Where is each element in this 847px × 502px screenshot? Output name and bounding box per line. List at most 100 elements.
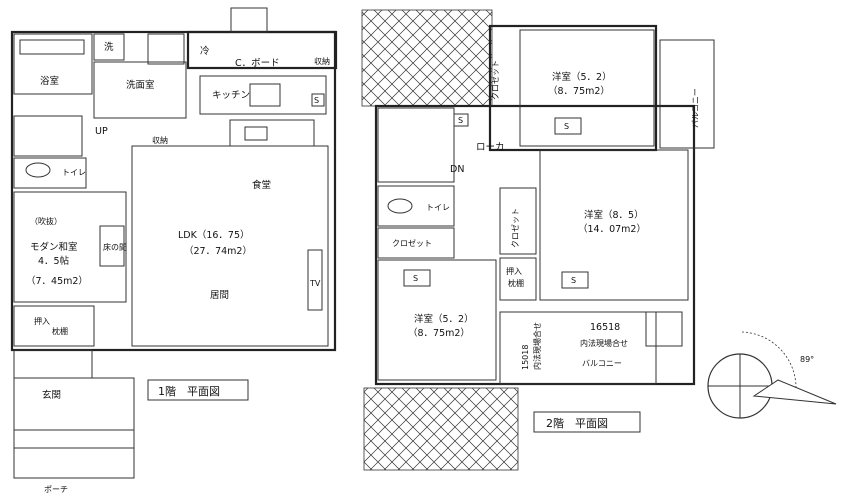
s-box-room-b (561, 271, 589, 289)
label-room-a-1: 洋室（5．2） (552, 71, 612, 83)
floor2-title: 2階 平面図 (546, 416, 608, 430)
bathtub (19, 39, 85, 55)
label-closet-b: クロゼット (510, 208, 520, 248)
bath-block (13, 33, 93, 95)
label-washitsu-area: （7．45m2） (26, 275, 88, 287)
oshiire-2f (499, 257, 537, 301)
lattice-top (361, 9, 493, 107)
stair-2f (377, 107, 455, 183)
label-room-c-2: （8．75m2） (408, 327, 470, 339)
balcony-right (659, 39, 715, 149)
toilet-1f (13, 157, 87, 189)
floor1-plan (10, 7, 338, 479)
label-s-kitchen: S (314, 96, 319, 105)
label-room-c-1: 洋室（5．2） (414, 313, 474, 325)
label-tokonoma: 床の間 (103, 242, 127, 252)
label-oshiire-2f: 押入 (506, 266, 522, 276)
label-note-a: 内法現場合せ (532, 322, 542, 370)
label-balcony-right: バルコニー (691, 88, 700, 128)
label-washitsu-2: 4．5帖 (38, 255, 70, 267)
label-washroom: 洗面室 (126, 79, 155, 91)
label-ldk-1: LDK（16．75） (178, 229, 250, 241)
room-a (519, 29, 655, 147)
s-box-room-a (554, 117, 582, 135)
porch-area (13, 429, 135, 479)
label-up: UP (95, 126, 108, 137)
closet-b (499, 187, 537, 255)
label-s-hall: S (458, 116, 463, 125)
tv-stand (307, 249, 323, 311)
entrance-upper (13, 349, 93, 379)
label-dn: DN (450, 164, 464, 175)
balcony-bottom (499, 311, 657, 385)
label-dim-a: 15018 (521, 345, 530, 370)
sink-box (147, 33, 185, 65)
floor1-title-box (147, 379, 249, 401)
s-box-room-c (403, 269, 431, 287)
ldk-room (131, 145, 329, 347)
label-tenbukuro-1f: 枕棚 (52, 326, 68, 336)
compass-arrow (752, 379, 837, 405)
label-fridge: 冷 (200, 45, 210, 57)
label-room-b-1: 洋室（8．5） (584, 209, 644, 221)
room-c (377, 259, 497, 381)
kitchen-box (249, 83, 281, 107)
compass: 89° (707, 331, 837, 419)
label-toilet-2f: トイレ (426, 203, 450, 212)
label-dim-b: 16518 (590, 322, 620, 333)
label-kitchen: キッチン (212, 90, 250, 101)
counter-sink (244, 126, 268, 141)
label-tv: TV (309, 279, 321, 288)
counter (229, 119, 315, 147)
compass-arc (741, 331, 797, 389)
label-s-room-a: S (564, 122, 569, 131)
washitsu-room (13, 191, 127, 303)
lattice-bottom (363, 387, 519, 471)
s-box-hall (453, 113, 469, 127)
label-roka: ローカ (476, 142, 505, 153)
label-room-b-2: （14．07m2） (578, 223, 646, 235)
stair-1f (13, 115, 83, 157)
label-bath: 浴室 (40, 75, 59, 87)
kitchen-area (199, 75, 327, 115)
toilet-2f (377, 185, 455, 227)
toilet-bowl-1f (25, 162, 51, 178)
wash-box (93, 33, 125, 61)
label-washitsu-1: モダン和室 (30, 241, 78, 253)
floor2-labels: クロゼット 洋室（5．2） （8．75m2） バルコニー S S ローカ DN … (392, 60, 700, 430)
label-fukiage: （吹抜） (30, 216, 62, 226)
label-balcony-bottom: バルコニー (582, 359, 622, 368)
balcony-corner (645, 311, 683, 347)
label-wash: 洗 (104, 41, 114, 53)
label-tenbukuro-2f: 枕棚 (508, 278, 524, 288)
label-toilet-1f: トイレ (62, 168, 86, 177)
compass-angle: 89° (800, 355, 814, 364)
label-storage-top: 収納 (314, 56, 330, 66)
floor1-labels: 洗 冷 浴室 洗面室 C．ボード 収納 キッチン S UP 収納 トイレ 食堂 … (26, 41, 330, 494)
label-living: 居間 (210, 290, 229, 301)
tokonoma-box (99, 225, 125, 267)
floor2-title-box (533, 411, 641, 433)
label-porch: ポーチ (44, 485, 68, 494)
floor1-title: 1階 平面図 (158, 384, 220, 398)
genkan-area (13, 377, 135, 449)
label-dining: 食堂 (252, 179, 271, 191)
label-s-room-c: S (413, 274, 418, 283)
label-room-a-2: （8．75m2） (548, 85, 610, 97)
closet-mid (377, 227, 455, 259)
label-s-room-b: S (571, 276, 576, 285)
label-ldk-2: （27．74m2） (184, 245, 252, 257)
room-b (539, 149, 689, 301)
label-closet-top: クロゼット (490, 60, 500, 100)
label-oshiire-1f: 押入 (34, 316, 50, 326)
label-closet-mid: クロゼット (392, 238, 432, 248)
label-note-b: 内法現場合せ (580, 338, 628, 348)
oshiire-1f (13, 305, 95, 347)
label-storage-mid: 収納 (152, 135, 168, 145)
floor2-plan (361, 9, 715, 471)
label-cboard: C．ボード (235, 58, 280, 69)
toilet-bowl-2f (387, 198, 413, 214)
label-genkan: 玄関 (42, 389, 61, 401)
s-box-kitchen (311, 93, 325, 107)
